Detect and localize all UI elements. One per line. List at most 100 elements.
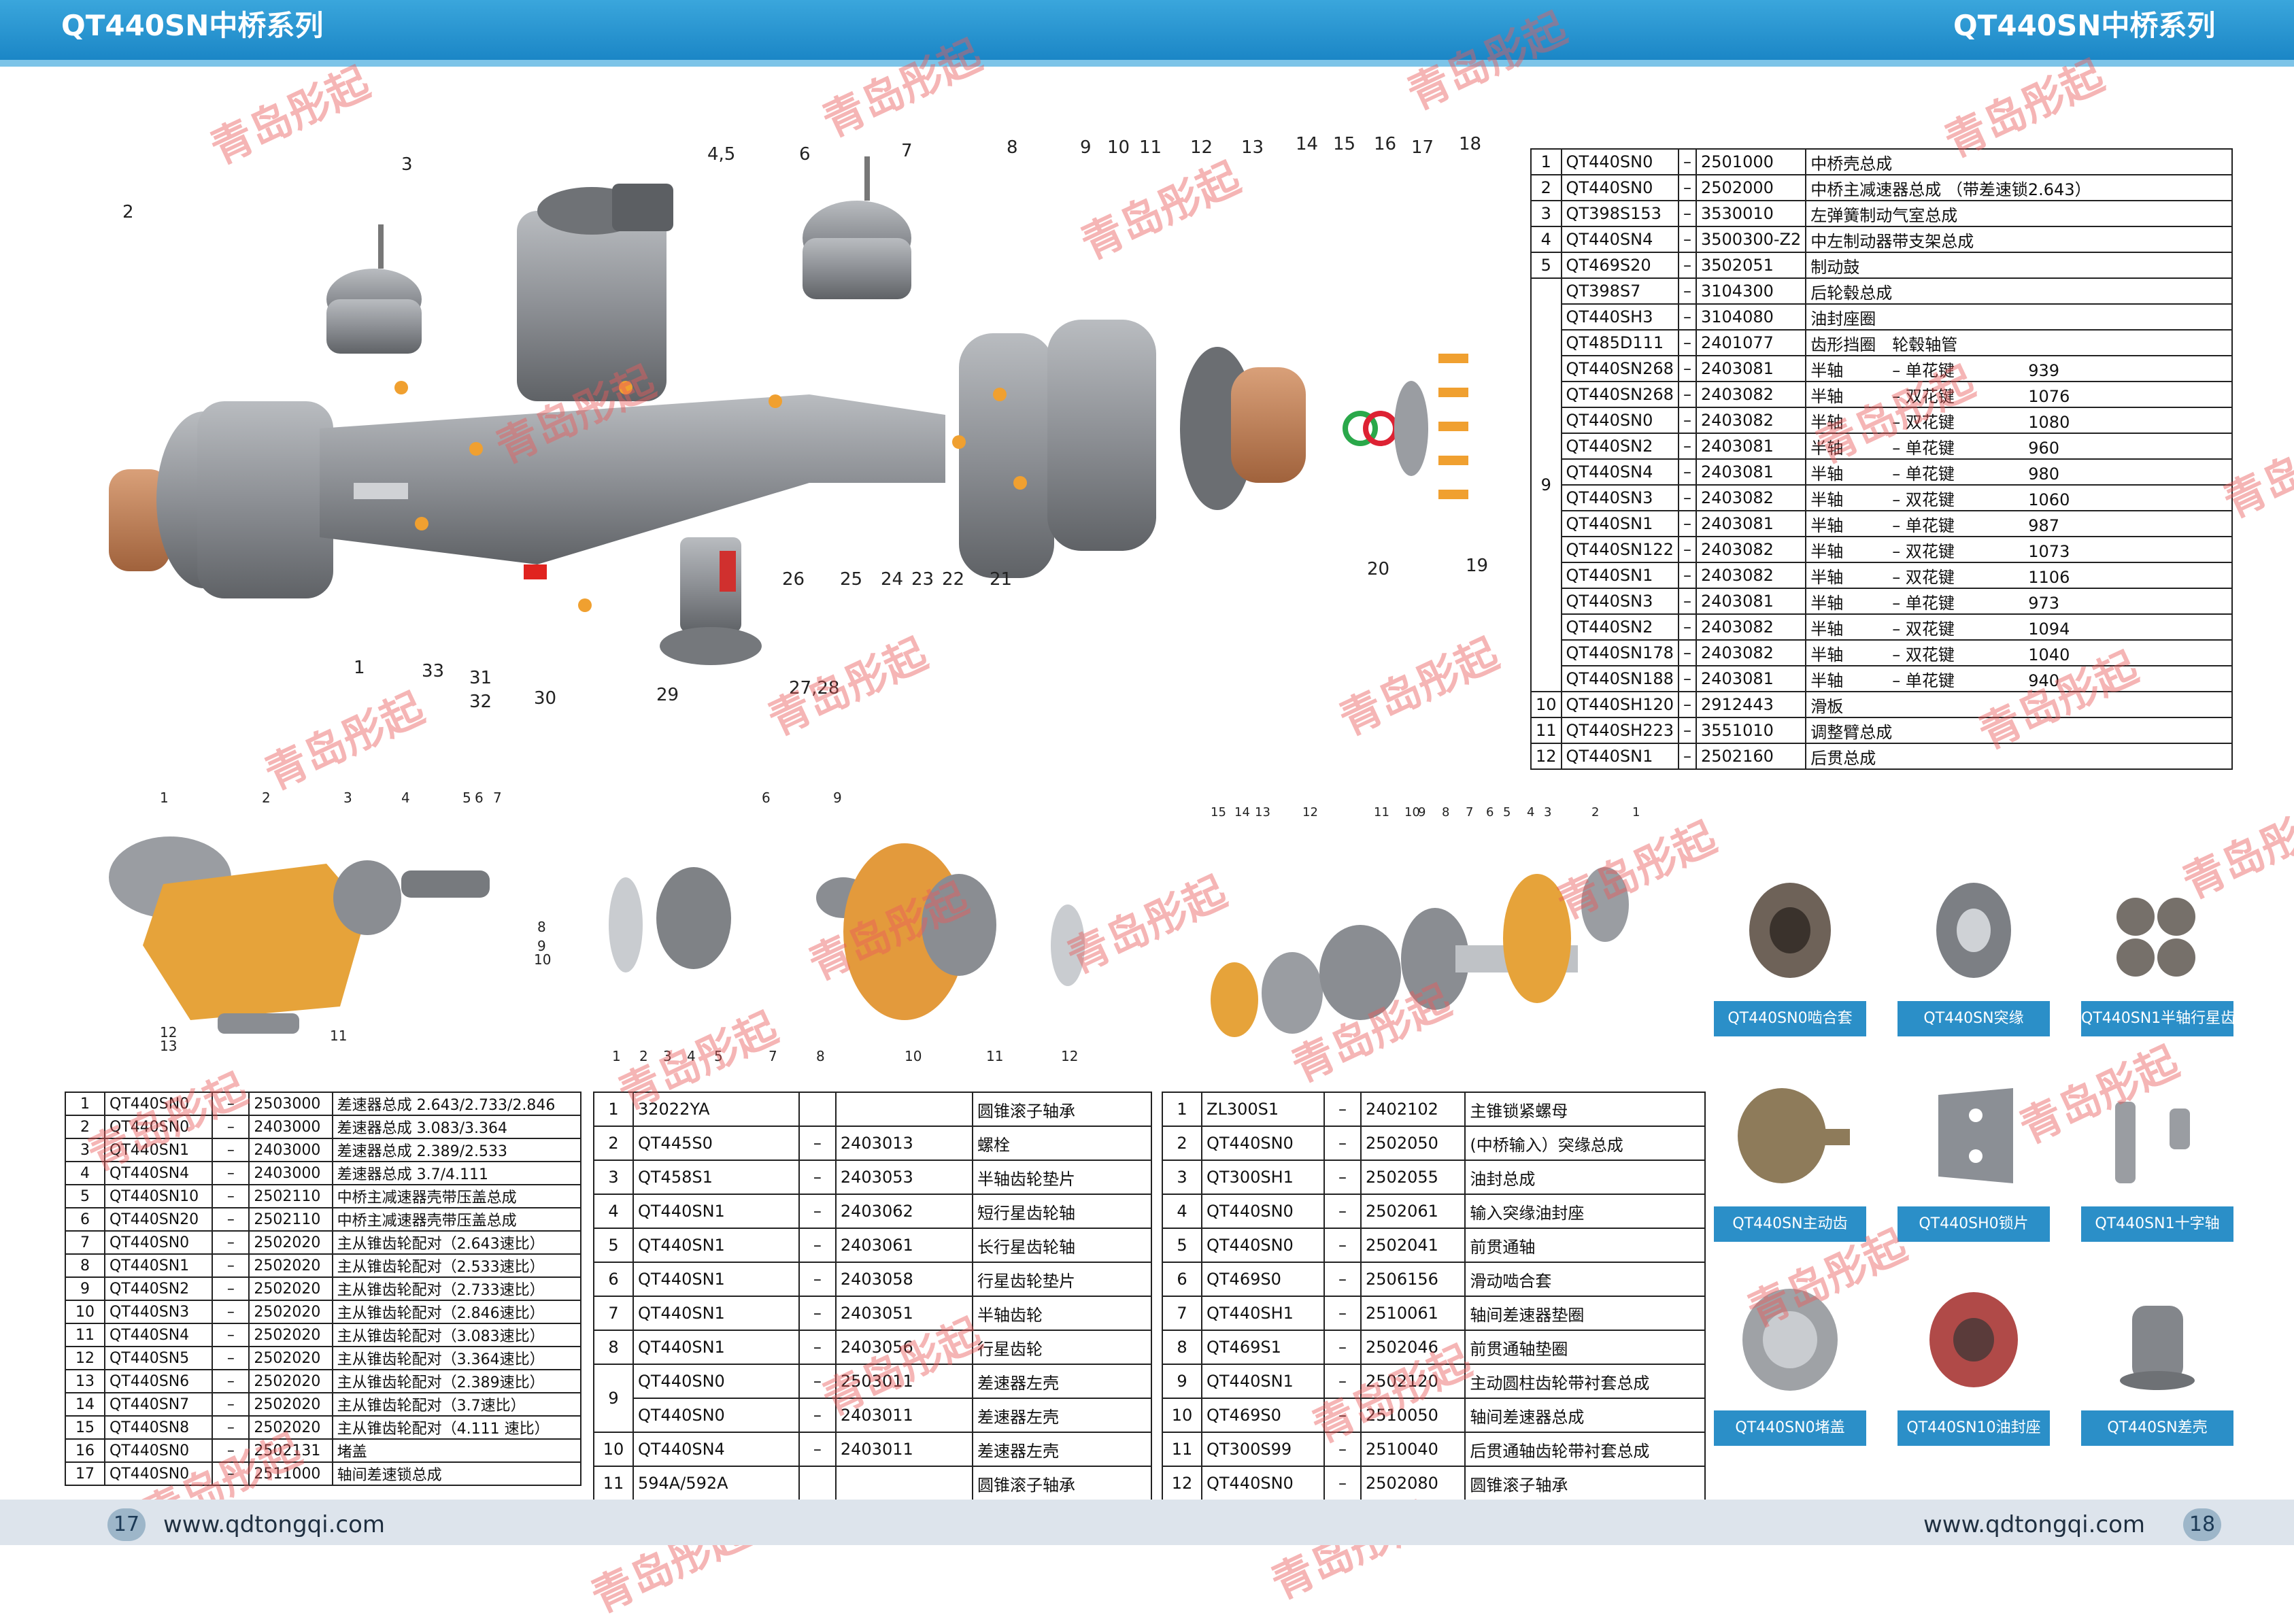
length-value: 1094 [2028, 619, 2070, 639]
separator: – [212, 1323, 250, 1347]
part-number: QT440SN1 [632, 1262, 800, 1297]
description-text: 半轴 [1810, 671, 1844, 690]
differential-exploded-diagram: 1 2 3 4 5 6 7 8 9 10 11 12 [609, 790, 1085, 1064]
description-text: 半轴 [1810, 593, 1844, 613]
item-number: 11 [1530, 717, 1562, 744]
description-text: 半轴 [1810, 515, 1844, 535]
item-number: 11 [593, 1466, 634, 1501]
part-code: 2403082 [1695, 639, 1807, 666]
part-code: 2502020 [248, 1369, 333, 1393]
length-value: 1106 [2028, 567, 2070, 587]
part-code: 2502020 [248, 1276, 333, 1301]
part-description: 主从锥齿轮配对（3.083速比） [331, 1323, 582, 1347]
part-code: 2403081 [1695, 458, 1807, 486]
part-code: 2403053 [834, 1160, 974, 1195]
part-code: 2502020 [248, 1415, 333, 1440]
part-number: ZL300S1 [1200, 1092, 1326, 1127]
part-description: 堵盖 [331, 1438, 582, 1463]
product-tile: QT440SN1十字轴 [2081, 1068, 2233, 1245]
item-number: 3 [1530, 200, 1562, 227]
svg-text:6: 6 [475, 790, 484, 806]
part-code: 2912443 [1695, 691, 1807, 718]
part-description: 油封座圈 [1805, 303, 2233, 331]
separator: – [1323, 1296, 1362, 1331]
svg-text:8: 8 [537, 919, 546, 935]
spline-type: – 单花键 [1892, 438, 1955, 458]
part-code: 2403000 [248, 1138, 333, 1162]
part-number: QT440SN188 [1560, 665, 1680, 692]
part-number: QT440SN3 [1560, 588, 1680, 615]
flange-icon [1936, 883, 2011, 978]
item-number: 17 [65, 1461, 105, 1486]
callout-24: 24 [881, 569, 903, 590]
separator: – [1678, 200, 1697, 227]
callout-17: 17 [1411, 137, 1434, 158]
part-number: QT440SN0 [103, 1461, 214, 1486]
separator: – [212, 1369, 250, 1393]
product-caption: QT440SN10油封座 [1897, 1410, 2050, 1446]
callout-30: 30 [534, 688, 556, 709]
sleeve [1319, 925, 1401, 1020]
separator: – [1323, 1092, 1362, 1127]
svg-text:8: 8 [1442, 805, 1449, 819]
part-number: QT440SN0 [1200, 1126, 1326, 1161]
lock-plate-icon [1938, 1088, 2013, 1183]
part-description: 差速器左壳 [972, 1398, 1152, 1433]
description-text: 中桥主减速器总成 （带差速锁2.643） [1810, 180, 2091, 199]
inter-axle-diff [1401, 908, 1469, 1010]
item-number: 6 [593, 1262, 634, 1297]
reducer-housing [143, 864, 367, 1020]
part-description: 半轴齿轮 [972, 1296, 1152, 1331]
part-description: 滑动啮合套 [1464, 1262, 1706, 1297]
product-caption: QT440SN差壳 [2081, 1410, 2233, 1446]
description-text: 半轴 [1810, 567, 1844, 587]
separator: – [212, 1092, 250, 1116]
svg-text:12: 12 [1061, 1048, 1078, 1064]
part-code: 2502160 [1695, 743, 1807, 770]
description-text: 半轴 [1810, 360, 1844, 380]
item-number: 8 [1162, 1330, 1202, 1365]
part-description: 半轴齿轮垫片 [972, 1160, 1152, 1195]
part-code: 2502050 [1360, 1126, 1466, 1161]
callout-7: 7 [901, 141, 913, 161]
separator: – [1678, 613, 1697, 641]
callout-19: 19 [1466, 556, 1488, 576]
item-number: 2 [1162, 1126, 1202, 1161]
part-number: QT440SN0 [103, 1115, 214, 1139]
item-number: 12 [1530, 743, 1562, 770]
spline-type: – 双花键 [1892, 619, 1955, 639]
item-number: 10 [1162, 1398, 1202, 1433]
part-code: 2510061 [1360, 1296, 1466, 1331]
callout-22: 22 [942, 569, 964, 590]
svg-text:3: 3 [663, 1048, 672, 1064]
description-text: 半轴 [1810, 464, 1844, 484]
part-number: QT440SN268 [1560, 355, 1680, 382]
separator: – [1323, 1160, 1362, 1195]
svg-text:3: 3 [1544, 805, 1551, 819]
part-code: 2510040 [1360, 1432, 1466, 1467]
separator: – [212, 1138, 250, 1162]
part-code: 2502110 [248, 1184, 333, 1208]
svg-text:5: 5 [462, 790, 471, 806]
svg-text:2: 2 [1591, 805, 1599, 819]
watermark-text: 青岛彤起 [2175, 792, 2294, 909]
separator: – [212, 1300, 250, 1324]
spline-type: 轮毂轴管 [1892, 335, 1958, 354]
part-number: QT398S153 [1560, 200, 1680, 227]
length-value: 960 [2028, 438, 2060, 458]
part-number: QT440SN0 [1560, 148, 1680, 175]
